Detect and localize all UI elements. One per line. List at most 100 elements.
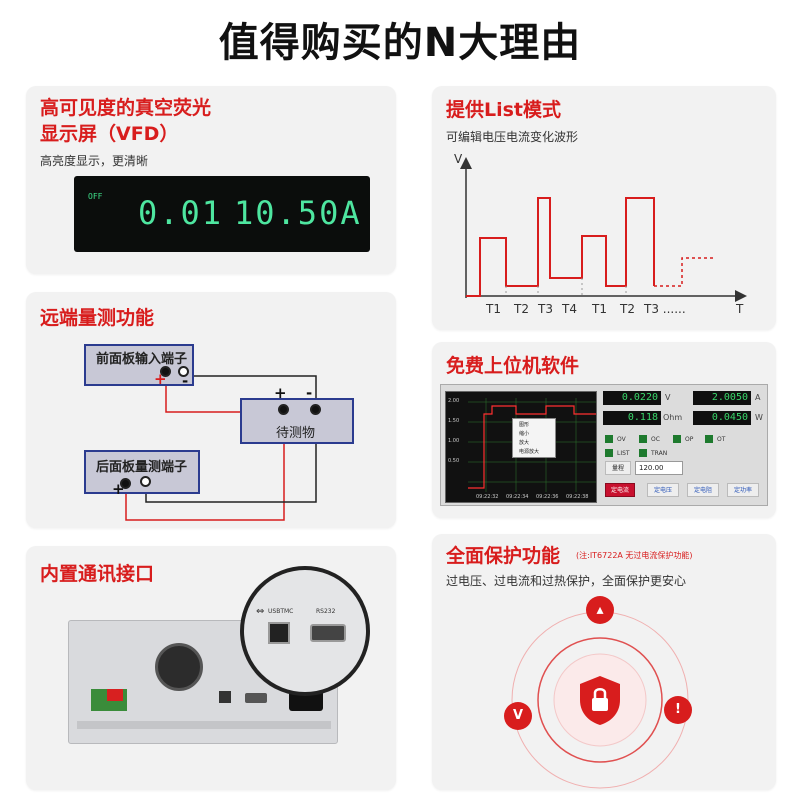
range-button[interactable]: 量程 bbox=[605, 461, 631, 475]
front-panel-label: 前面板输入端子 bbox=[96, 352, 188, 367]
remote-sense-card: 远端量测功能 前面板输入端子 + - 待测物 + - 后面板量测端子 + bbox=[26, 292, 396, 528]
context-menu-item[interactable]: 电源放大 bbox=[519, 449, 540, 455]
ot-checkbox[interactable] bbox=[705, 435, 713, 443]
list-card-title: 提供List模式 bbox=[446, 99, 562, 121]
waveform-continuation bbox=[654, 257, 714, 287]
panel-text-strip bbox=[77, 721, 331, 729]
rs232-port bbox=[310, 624, 346, 642]
dut-minus-terminal[interactable] bbox=[310, 404, 321, 415]
list-t-label-7: T3 ...... bbox=[644, 302, 686, 316]
dut-plus-sign: + bbox=[274, 384, 287, 402]
context-menu-item[interactable]: 放大 bbox=[519, 440, 530, 446]
list-checkbox[interactable] bbox=[605, 449, 613, 457]
software-ytick-1: 2.00 bbox=[448, 398, 460, 404]
software-graph-svg bbox=[468, 398, 596, 492]
software-card: 免费上位机软件 2.00 1.50 1.00 0.50 09:22:32 09:… bbox=[432, 342, 776, 518]
dut-box: 待测物 bbox=[240, 398, 354, 444]
port-zoom-circle: ⇔ USBTMC RS232 bbox=[240, 566, 370, 696]
range-input[interactable]: 120.00 bbox=[635, 461, 683, 475]
list-t-label-2: T2 bbox=[514, 302, 529, 316]
software-ytick-3: 1.00 bbox=[448, 438, 460, 444]
vfd-current-readout: 10.50A bbox=[234, 194, 362, 232]
rs232-label: RS232 bbox=[316, 608, 336, 615]
shield-icon: ! bbox=[664, 696, 692, 724]
op-label: OP bbox=[685, 436, 694, 443]
dut-minus-sign: - bbox=[306, 384, 313, 402]
context-menu-item[interactable]: 缩小 bbox=[519, 431, 530, 437]
usb-label: USBTMC bbox=[268, 608, 294, 615]
front-minus-terminal[interactable] bbox=[178, 366, 189, 377]
cr-mode-button[interactable]: 定电阻 bbox=[687, 483, 719, 497]
ov-label: OV bbox=[617, 436, 626, 443]
rear-panel-label: 后面板量测端子 bbox=[96, 460, 188, 475]
list-label: LIST bbox=[617, 450, 630, 457]
power-unit: W bbox=[755, 413, 763, 422]
dut-plus-terminal[interactable] bbox=[278, 404, 289, 415]
comm-card: 内置通讯接口 ⇔ USBTMC RS232 bbox=[26, 546, 396, 790]
list-t-label-6: T2 bbox=[620, 302, 635, 316]
voltage-unit: V bbox=[665, 393, 671, 402]
software-xtick-2: 09:22:34 bbox=[506, 494, 529, 500]
resistance-lcd: 0.118 bbox=[603, 411, 661, 425]
page-title: 值得购买的N大理由 bbox=[218, 20, 582, 66]
usb-symbol: ⇔ bbox=[256, 606, 265, 617]
list-card-subtitle: 可编辑电压电流变化波形 bbox=[446, 130, 579, 144]
rear-minus-terminal[interactable] bbox=[140, 476, 151, 487]
ot-label: OT bbox=[717, 436, 726, 443]
voltage-icon: V bbox=[504, 702, 532, 730]
software-xtick-3: 09:22:36 bbox=[536, 494, 559, 500]
current-unit: A bbox=[755, 393, 761, 402]
cc-mode-button[interactable]: 定电流 bbox=[605, 483, 635, 497]
vfd-card-title-line1: 高可见度的真空荧光 bbox=[40, 97, 212, 119]
power-lcd: 0.0450 bbox=[693, 411, 751, 425]
list-t-label-4: T4 bbox=[562, 302, 577, 316]
lock-icon bbox=[576, 674, 624, 726]
rear-panel-box: 后面板量测端子 bbox=[84, 450, 200, 494]
sense-card-title: 远端量测功能 bbox=[40, 307, 155, 329]
context-menu-item[interactable]: 图形 bbox=[519, 422, 530, 428]
front-panel-box: 前面板输入端子 bbox=[84, 344, 194, 386]
software-xtick-1: 09:22:32 bbox=[476, 494, 499, 500]
cw-mode-button[interactable]: 定功率 bbox=[727, 483, 759, 497]
protect-card-subtitle: 过电压、过电流和过热保护，全面保护更安心 bbox=[446, 574, 687, 588]
software-xtick-4: 09:22:38 bbox=[566, 494, 589, 500]
cv-mode-button[interactable]: 定电压 bbox=[647, 483, 679, 497]
voltage-lcd: 0.0220 bbox=[603, 391, 661, 405]
usb-port-small bbox=[219, 691, 231, 703]
ov-checkbox[interactable] bbox=[605, 435, 613, 443]
waveform-line bbox=[466, 197, 655, 297]
software-card-title: 免费上位机软件 bbox=[446, 355, 580, 377]
fan-grille bbox=[155, 643, 203, 691]
vfd-card-subtitle: 高亮度显示，更清晰 bbox=[40, 154, 149, 168]
software-window: 2.00 1.50 1.00 0.50 09:22:32 09:22:34 09… bbox=[440, 384, 768, 506]
vfd-card: 高可见度的真空荧光 显示屏（VFD） 高亮度显示，更清晰 OFF 0.01 10… bbox=[26, 86, 396, 274]
list-mode-card: 提供List模式 可编辑电压电流变化波形 V T T1 T2 T3 T4 T1 … bbox=[432, 86, 776, 330]
software-graph: 2.00 1.50 1.00 0.50 09:22:32 09:22:34 09… bbox=[445, 391, 597, 503]
resistance-unit: Ohm bbox=[663, 413, 683, 422]
thermometer-icon: ▴ bbox=[586, 596, 614, 624]
lock-shield-svg bbox=[580, 676, 620, 725]
list-axis-y-label: V bbox=[454, 152, 463, 166]
oc-checkbox[interactable] bbox=[639, 435, 647, 443]
software-ytick-2: 1.50 bbox=[448, 418, 460, 424]
oc-label: OC bbox=[651, 436, 660, 443]
front-plus-terminal[interactable] bbox=[160, 366, 171, 377]
software-context-menu: 图形 缩小 放大 电源放大 bbox=[512, 418, 556, 458]
rear-plus-terminal[interactable] bbox=[120, 478, 131, 489]
tran-label: TRAN bbox=[651, 450, 668, 457]
protection-rings bbox=[511, 611, 689, 789]
dut-label: 待测物 bbox=[276, 426, 316, 441]
front-minus-sign: - bbox=[182, 372, 189, 390]
protect-card-title: 全面保护功能 bbox=[446, 545, 561, 567]
protection-card: 全面保护功能 (注:IT6722A 无过电流保护功能) 过电压、过电流和过热保护… bbox=[432, 534, 776, 790]
list-t-label-3: T3 bbox=[538, 302, 553, 316]
list-waveform-chart bbox=[460, 157, 747, 302]
comm-card-title: 内置通讯接口 bbox=[40, 563, 155, 585]
rs232-port-small bbox=[245, 693, 267, 703]
op-checkbox[interactable] bbox=[673, 435, 681, 443]
vfd-card-title-line2: 显示屏（VFD） bbox=[40, 123, 179, 145]
vfd-voltage-readout: 0.01 bbox=[138, 194, 224, 232]
list-t-label-1: T1 bbox=[486, 302, 501, 316]
software-ytick-4: 0.50 bbox=[448, 458, 460, 464]
tran-checkbox[interactable] bbox=[639, 449, 647, 457]
